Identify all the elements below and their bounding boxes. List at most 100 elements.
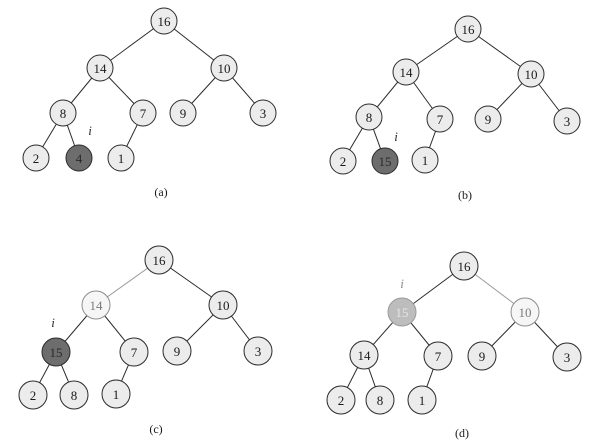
node-circle <box>449 251 479 281</box>
node-label: 2 <box>340 154 347 169</box>
tree-node: 1 <box>411 146 439 174</box>
node-circle <box>81 290 111 320</box>
node-label: 15 <box>396 305 409 320</box>
tree-node: 10 <box>210 54 238 82</box>
node-circle <box>150 7 178 35</box>
node-label: 7 <box>435 349 442 364</box>
node-label: 16 <box>458 259 472 274</box>
node-circle <box>107 144 135 172</box>
index-marker-i: i <box>394 129 398 144</box>
panel-caption: (a) <box>154 185 167 199</box>
tree-node: 8 <box>365 385 395 415</box>
node-label: 16 <box>462 22 476 37</box>
node-label: 3 <box>255 344 262 359</box>
tree-node: 15 <box>387 297 417 327</box>
tree-node: 1 <box>107 144 135 172</box>
node-circle <box>210 54 238 82</box>
node-label: 14 <box>94 61 108 76</box>
node-circle <box>552 342 582 372</box>
node-label: 10 <box>218 61 231 76</box>
node-label: 2 <box>30 388 37 403</box>
tree-node: 8 <box>49 99 77 127</box>
node-circle <box>355 103 383 131</box>
node-label: 7 <box>140 106 147 121</box>
tree-node: 14 <box>81 290 111 320</box>
node-label: 9 <box>485 112 492 127</box>
node-label: 14 <box>90 298 104 313</box>
tree-node: 1 <box>101 379 131 409</box>
tree-node: 14 <box>349 340 379 370</box>
panel-caption: (b) <box>458 188 472 202</box>
node-label: 8 <box>377 393 384 408</box>
node-label: 1 <box>422 153 429 168</box>
node-circle <box>407 385 437 415</box>
tree-node: 8 <box>59 380 89 410</box>
tree-node: 9 <box>162 336 192 366</box>
node-circle <box>129 99 157 127</box>
heap-panel: 16 14 10 8 7 9 3 2 15 1 i (b) <box>329 15 581 202</box>
tree-node: 10 <box>208 290 238 320</box>
tree-node: 2 <box>329 147 357 175</box>
tree-node: 3 <box>243 336 273 366</box>
node-label: 16 <box>158 14 172 29</box>
tree-node: 2 <box>18 380 48 410</box>
node-circle <box>41 337 71 367</box>
tree-node: 9 <box>467 341 497 371</box>
heap-panel: 16 14 10 8 7 9 3 2 4 1 i (a) <box>22 7 277 199</box>
index-marker-i: i <box>88 123 92 138</box>
node-label: 2 <box>33 151 40 166</box>
tree-node: 16 <box>150 7 178 35</box>
node-label: 14 <box>400 65 414 80</box>
node-label: 14 <box>358 348 372 363</box>
node-label: 15 <box>379 154 392 169</box>
tree-node: 15 <box>371 147 399 175</box>
node-label: 1 <box>118 151 125 166</box>
node-circle <box>249 99 277 127</box>
node-label: 7 <box>131 345 138 360</box>
node-circle <box>426 105 454 133</box>
node-circle <box>510 297 540 327</box>
node-label: 3 <box>564 114 571 129</box>
node-label: 10 <box>519 305 532 320</box>
tree-node: 9 <box>169 99 197 127</box>
tree-node: 8 <box>355 103 383 131</box>
node-circle <box>467 341 497 371</box>
node-circle <box>208 290 238 320</box>
node-circle <box>22 144 50 172</box>
node-circle <box>329 147 357 175</box>
tree-node: 1 <box>407 385 437 415</box>
index-marker-i: i <box>51 315 55 330</box>
node-label: 7 <box>437 112 444 127</box>
node-label: 16 <box>153 253 167 268</box>
tree-node: 3 <box>553 107 581 135</box>
node-label: 9 <box>174 344 181 359</box>
tree-node: 3 <box>552 342 582 372</box>
tree-node: 7 <box>426 105 454 133</box>
node-circle <box>423 341 453 371</box>
tree-node: 10 <box>517 60 545 88</box>
node-label: 2 <box>338 393 345 408</box>
node-label: 8 <box>366 110 373 125</box>
node-circle <box>49 99 77 127</box>
tree-node: 14 <box>86 54 114 82</box>
node-label: 3 <box>564 350 571 365</box>
tree-node: 3 <box>249 99 277 127</box>
tree-node: 7 <box>119 337 149 367</box>
node-circle <box>411 146 439 174</box>
tree-node: 16 <box>144 245 174 275</box>
node-circle <box>119 337 149 367</box>
tree-node: 4 <box>65 144 93 172</box>
node-circle <box>454 15 482 43</box>
node-circle <box>144 245 174 275</box>
node-circle <box>387 297 417 327</box>
node-label: 1 <box>419 393 426 408</box>
tree-node: 15 <box>41 337 71 367</box>
node-circle <box>162 336 192 366</box>
tree-node: 10 <box>510 297 540 327</box>
node-circle <box>517 60 545 88</box>
tree-node: 7 <box>129 99 157 127</box>
node-circle <box>101 379 131 409</box>
tree-node: 7 <box>423 341 453 371</box>
